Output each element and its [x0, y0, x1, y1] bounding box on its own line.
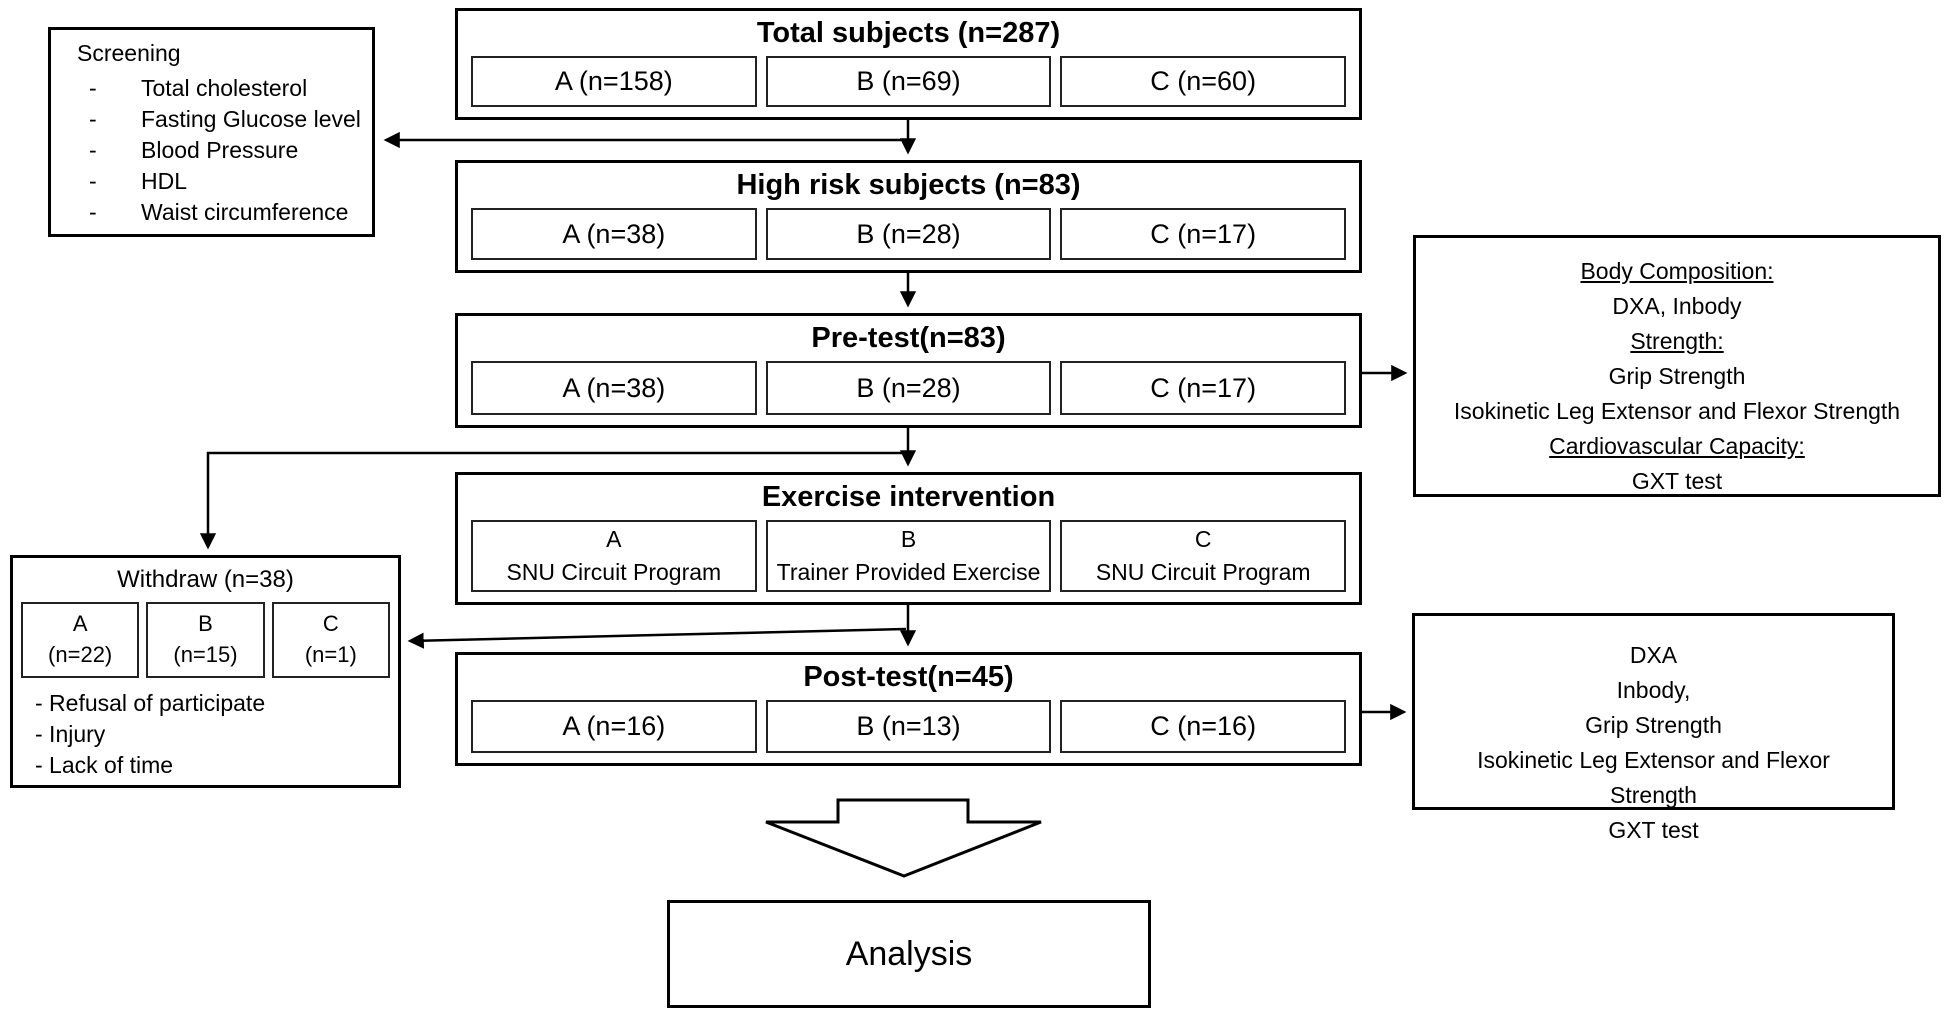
- withdraw-group-a: A (n=22): [21, 602, 140, 678]
- screening-item: - Blood Pressure: [77, 135, 366, 166]
- intervention-group-c: C SNU Circuit Program: [1060, 520, 1347, 592]
- withdraw-group-c: C (n=1): [271, 602, 390, 678]
- measure-line: Grip Strength: [1585, 712, 1722, 738]
- group-label: C: [322, 611, 339, 637]
- group-program: SNU Circuit Program: [506, 559, 722, 585]
- screening-item: - HDL: [77, 166, 366, 197]
- dash-bullet: -: [89, 75, 97, 101]
- measure-line: Isokinetic Leg Extensor and Flexor: [1477, 747, 1830, 773]
- high-risk-group-b: B (n=28): [765, 208, 1052, 260]
- measure-line: GXT test: [1631, 468, 1723, 494]
- dash-bullet: -: [89, 199, 97, 225]
- post-test-group-a: A (n=16): [471, 700, 757, 753]
- screening-item-label: Blood Pressure: [141, 137, 299, 163]
- group-count: (n=22): [48, 642, 113, 667]
- pre-test-title: Pre-test(n=83): [811, 322, 1006, 354]
- total-subjects-groups: A (n=158) B (n=69) C (n=60): [471, 56, 1347, 107]
- group-label: B: [900, 525, 917, 552]
- measure-heading-body-composition: Body Composition:: [1580, 258, 1774, 284]
- dash-bullet: -: [89, 106, 97, 132]
- high-risk-title: High risk subjects (n=83): [736, 169, 1081, 201]
- post-test-title: Post-test(n=45): [803, 661, 1014, 693]
- withdraw-groups: A (n=22) B (n=15) C (n=1): [21, 602, 390, 678]
- screening-item-label: Fasting Glucose level: [141, 106, 361, 132]
- intervention-group-a: A SNU Circuit Program: [471, 520, 757, 592]
- total-subjects-box: Total subjects (n=287) A (n=158) B (n=69…: [455, 8, 1362, 120]
- pre-test-box: Pre-test(n=83) A (n=38) B (n=28) C (n=17…: [455, 313, 1362, 428]
- post-test-group-b: B (n=13): [765, 700, 1052, 753]
- high-risk-box: High risk subjects (n=83) A (n=38) B (n=…: [455, 160, 1362, 273]
- screening-item: - Fasting Glucose level: [77, 104, 366, 135]
- high-risk-group-a: A (n=38): [471, 208, 757, 260]
- group-program: SNU Circuit Program: [1095, 559, 1311, 585]
- high-risk-group-c: C (n=17): [1060, 208, 1347, 260]
- analysis-box: Analysis: [667, 900, 1151, 1008]
- withdraw-box: Withdraw (n=38) A (n=22) B (n=15) C (n=1…: [10, 555, 401, 788]
- pre-test-measures-box: Body Composition: DXA, Inbody Strength: …: [1413, 235, 1941, 497]
- measure-heading-cardiovascular: Cardiovascular Capacity:: [1549, 433, 1805, 459]
- high-risk-groups: A (n=38) B (n=28) C (n=17): [471, 208, 1347, 260]
- analysis-title: Analysis: [845, 934, 973, 973]
- measure-line: DXA: [1629, 642, 1678, 668]
- group-label: B: [198, 611, 213, 637]
- measure-line: Isokinetic Leg Extensor and Flexor Stren…: [1453, 398, 1901, 424]
- withdraw-reason: - Lack of time: [35, 752, 174, 778]
- group-label: A: [606, 525, 622, 552]
- screening-item-label: Total cholesterol: [141, 75, 308, 101]
- screening-item-label: Waist circumference: [141, 199, 349, 225]
- group-label: A: [72, 611, 88, 637]
- measure-line: Inbody,: [1616, 677, 1691, 703]
- intervention-box: Exercise intervention A SNU Circuit Prog…: [455, 472, 1362, 605]
- group-label: C: [1194, 525, 1212, 552]
- screening-item-label: HDL: [141, 168, 188, 194]
- measure-line: DXA, Inbody: [1612, 293, 1742, 319]
- post-test-box: Post-test(n=45) A (n=16) B (n=13) C (n=1…: [455, 652, 1362, 766]
- post-test-group-c: C (n=16): [1060, 700, 1347, 753]
- withdraw-group-b: B (n=15): [146, 602, 265, 678]
- intervention-title: Exercise intervention: [761, 481, 1056, 513]
- screening-item: - Waist circumference: [77, 197, 366, 228]
- post-test-groups: A (n=16) B (n=13) C (n=16): [471, 700, 1347, 753]
- arrow-intervention-to-withdraw: [407, 627, 907, 649]
- group-count: (n=1): [304, 642, 357, 667]
- total-group-b: B (n=69): [765, 56, 1052, 107]
- dash-bullet: -: [89, 137, 97, 163]
- measure-line: GXT test: [1608, 817, 1699, 843]
- withdraw-reasons: - Refusal of participate - Injury - Lack…: [21, 678, 390, 781]
- pre-test-groups: A (n=38) B (n=28) C (n=17): [471, 361, 1347, 415]
- group-count: (n=15): [173, 642, 238, 667]
- total-group-a: A (n=158): [471, 56, 757, 107]
- screening-item: - Total cholesterol: [77, 73, 366, 104]
- group-program: Trainer Provided Exercise: [776, 559, 1041, 585]
- measure-line: Strength: [1610, 782, 1697, 808]
- post-test-measures-box: DXA Inbody, Grip Strength Isokinetic Leg…: [1412, 613, 1895, 843]
- withdraw-reason: - Refusal of participate: [35, 690, 266, 716]
- measure-heading-strength: Strength:: [1630, 328, 1724, 354]
- withdraw-reason: - Injury: [35, 721, 106, 747]
- intervention-group-b: B Trainer Provided Exercise: [765, 520, 1052, 592]
- intervention-groups: A SNU Circuit Program B Trainer Provided…: [471, 520, 1347, 592]
- screening-box: Screening - Total cholesterol - Fasting …: [48, 27, 375, 237]
- arrow-pretest-to-withdraw: [199, 451, 906, 550]
- total-subjects-title: Total subjects (n=287): [756, 17, 1061, 49]
- dash-bullet: -: [89, 168, 97, 194]
- pre-test-group-b: B (n=28): [765, 361, 1052, 415]
- screening-title: Screening: [77, 40, 181, 66]
- total-group-c: C (n=60): [1060, 56, 1347, 107]
- measure-line: Grip Strength: [1608, 363, 1746, 389]
- block-arrow-down: [765, 798, 1042, 878]
- withdraw-title: Withdraw (n=38): [117, 566, 294, 593]
- pre-test-group-a: A (n=38): [471, 361, 757, 415]
- pre-test-group-c: C (n=17): [1060, 361, 1347, 415]
